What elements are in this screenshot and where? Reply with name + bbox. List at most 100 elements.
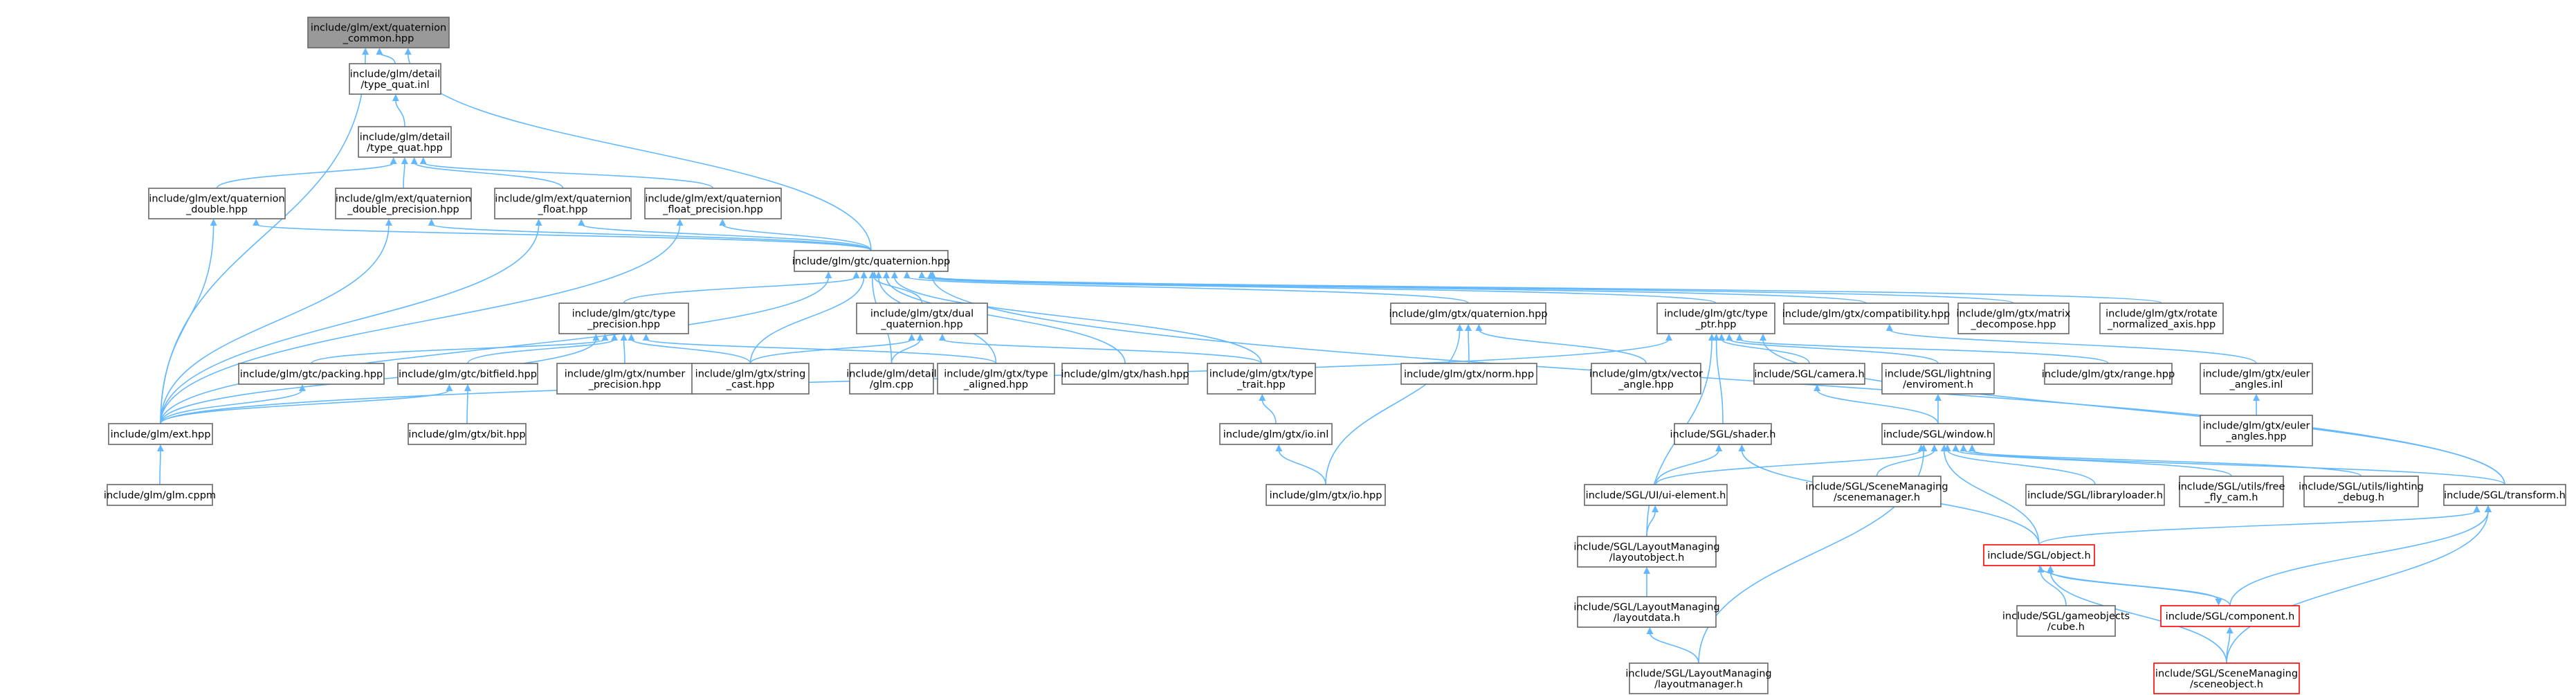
node-sgl-sceneobj[interactable]: include/SGL/SceneManaging/sceneobject.h	[2153, 662, 2300, 694]
node-label: _precision.hpp	[587, 319, 660, 330]
dependency-edge	[160, 276, 830, 424]
node-label: include/glm/gtx/euler	[2202, 368, 2310, 379]
node-sgl-freefly[interactable]: include/SGL/utils/free_fly_cam.h	[2178, 476, 2285, 507]
node-sgl-layoutobj[interactable]: include/SGL/LayoutManaging/layoutobject.…	[1573, 536, 1720, 568]
node-glm-cpp[interactable]: include/glm/detail/glm.cpp	[846, 363, 937, 395]
edge-arrowhead	[1940, 444, 1948, 451]
node-sgl-lightdebug[interactable]: include/SGL/utils/lighting_debug.h	[2299, 476, 2424, 507]
node-gtx-io-hpp[interactable]: include/glm/gtx/io.hpp	[1266, 484, 1386, 506]
node-gtx-norm[interactable]: include/glm/gtx/norm.hpp	[1400, 363, 1537, 385]
node-label: _float_precision.hpp	[662, 204, 763, 215]
edge-arrowhead	[592, 334, 600, 341]
node-gtx-typetrait[interactable]: include/glm/gtx/type_trait.hpp	[1207, 363, 1316, 395]
node-sgl-layoutmgr[interactable]: include/SGL/LayoutManaging/layoutmanager…	[1625, 662, 1772, 694]
node-label: include/glm/ext/quaternion	[311, 22, 446, 33]
edge-arrowhead	[1920, 444, 1928, 451]
node-gtx-bit[interactable]: include/glm/gtx/bit.hpp	[408, 423, 527, 445]
node-sgl-layoutdata[interactable]: include/SGL/LayoutManaging/layoutdata.h	[1573, 596, 1720, 628]
node-box	[1983, 544, 2095, 566]
edge-arrowhead	[253, 219, 260, 226]
node-gtx-strcast[interactable]: include/glm/gtx/string_cast.hpp	[691, 363, 810, 395]
node-label: /sceneobject.h	[2190, 679, 2263, 690]
node-box	[849, 363, 934, 395]
node-label: _angle.hpp	[1618, 379, 1674, 390]
dependency-edge	[407, 53, 872, 251]
node-sgl-libloader[interactable]: include/SGL/libraryloader.h	[2025, 484, 2165, 506]
node-gtx-matdec[interactable]: include/glm/gtx/matrix_decompose.hpp	[1956, 303, 2071, 334]
node-gtx-io-inl[interactable]: include/glm/gtx/io.inl	[1219, 423, 1333, 445]
node-sgl-component[interactable]: include/SGL/component.h	[2160, 605, 2300, 627]
node-box	[107, 484, 213, 506]
node-gtc-type-prec[interactable]: include/glm/gtc/type_precision.hpp	[558, 303, 689, 334]
node-sgl-cube[interactable]: include/SGL/gameobjects/cube.h	[2002, 605, 2130, 637]
node-gtx-rotnorm[interactable]: include/glm/gtx/rotate_normalized_axis.h…	[2099, 303, 2224, 334]
node-q-float[interactable]: include/glm/ext/quaternion_float.hpp	[494, 188, 632, 219]
node-gtc-packing[interactable]: include/glm/gtc/packing.hpp	[238, 363, 385, 385]
node-label: _cast.hpp	[726, 379, 775, 390]
edge-arrowhead	[601, 334, 609, 341]
node-box	[1753, 363, 1865, 385]
node-gtx-vecangle[interactable]: include/glm/gtx/vector_angle.hpp	[1589, 363, 1703, 395]
dependency-edge	[2229, 510, 2489, 606]
edge-arrowhead	[156, 444, 164, 451]
node-box	[1783, 303, 1949, 325]
node-label: _quaternion.hpp	[880, 319, 962, 330]
node-box	[1577, 596, 1717, 628]
node-gtx-typealigned[interactable]: include/glm/gtx/type_aligned.hpp	[937, 363, 1055, 395]
node-type-quat-hpp[interactable]: include/glm/detail/type_quat.hpp	[358, 126, 452, 158]
node-gtx-dual[interactable]: include/glm/gtx/dual_quaternion.hpp	[856, 303, 988, 334]
edge-arrowhead	[2047, 566, 2054, 572]
dependency-edge	[413, 162, 564, 189]
node-label: include/glm/gtx/io.hpp	[1270, 490, 1382, 501]
node-q-float-prec[interactable]: include/glm/ext/quaternion_float_precisi…	[644, 188, 782, 219]
node-box	[1656, 303, 1775, 334]
node-gtx-quat[interactable]: include/glm/gtx/quaternion.hpp	[1389, 303, 1548, 325]
node-sgl-transform[interactable]: include/SGL/transform.h	[2443, 484, 2566, 506]
dependency-edge	[160, 224, 214, 424]
node-label: include/SGL/utils/lighting	[2299, 481, 2424, 492]
dependency-edge	[2226, 510, 2489, 664]
node-root[interactable]: include/glm/ext/quaternion_common.hpp	[307, 17, 450, 48]
edge-arrowhead	[620, 334, 628, 341]
node-gtc-bitfield[interactable]: include/glm/gtc/bitfield.hpp	[397, 363, 538, 385]
node-sgl-scenemgr[interactable]: include/SGL/SceneManaging/scenemanager.h	[1805, 476, 1948, 507]
node-label: /scenemanager.h	[1834, 492, 1920, 503]
node-sgl-camera[interactable]: include/SGL/camera.h	[1753, 363, 1865, 385]
node-box	[1584, 484, 1728, 506]
node-glm-cppm[interactable]: include/glm/glm.cppm	[104, 484, 216, 506]
edge-arrowhead	[938, 334, 946, 341]
node-q-double-prec[interactable]: include/glm/ext/quaternion_double_precis…	[335, 188, 472, 219]
node-sgl-shader[interactable]: include/SGL/shader.h	[1670, 423, 1776, 445]
dependency-edge	[749, 339, 913, 364]
edge-arrowhead	[410, 157, 418, 164]
node-label: include/SGL/LayoutManaging	[1573, 602, 1719, 613]
node-label: include/glm/gtx/io.inl	[1223, 429, 1329, 440]
node-sgl-object[interactable]: include/SGL/object.h	[1983, 544, 2095, 566]
node-box	[2160, 605, 2300, 627]
dependency-edge	[1946, 449, 2096, 485]
dependency-edge	[1655, 449, 1922, 485]
node-gtx-hash[interactable]: include/glm/gtx/hash.hpp	[1061, 363, 1189, 385]
node-gtc-type-ptr[interactable]: include/glm/gtc/type_ptr.hpp	[1656, 303, 1775, 334]
dependency-edge	[378, 53, 396, 64]
edge-arrowhead	[890, 271, 898, 278]
node-gtx-compat[interactable]: include/glm/gtx/compatibility.hpp	[1782, 303, 1951, 325]
node-gtx-euler-inl[interactable]: include/glm/gtx/euler_angles.inl	[2200, 363, 2313, 395]
node-box	[108, 423, 213, 445]
node-gtc-quat[interactable]: include/glm/gtc/quaternion.hpp	[792, 250, 951, 272]
node-sgl-ui[interactable]: include/SGL/UI/ui-element.h	[1584, 484, 1728, 506]
node-q-double[interactable]: include/glm/ext/quaternion_double.hpp	[148, 188, 286, 219]
edge-arrowhead	[1259, 394, 1266, 401]
edge-arrowhead	[1718, 334, 1726, 341]
dependency-edge	[2226, 631, 2231, 664]
node-gtx-euler-hpp[interactable]: include/glm/gtx/euler_angles.hpp	[2200, 415, 2313, 446]
node-gtx-numprec[interactable]: include/glm/gtx/number_precision.hpp	[556, 363, 693, 395]
node-gtx-range[interactable]: include/glm/gtx/range.hpp	[2042, 363, 2175, 385]
node-label: include/glm/gtx/euler	[2202, 420, 2310, 431]
node-label: include/glm/ext/quaternion	[495, 193, 630, 204]
node-sgl-window[interactable]: include/SGL/window.h	[1881, 423, 1995, 445]
node-glm-ext[interactable]: include/glm/ext.hpp	[108, 423, 213, 445]
edge-arrowhead	[404, 48, 412, 55]
node-sgl-lightenv[interactable]: include/SGL/lightning/enviroment.h	[1881, 363, 1995, 395]
node-type-quat-inl[interactable]: include/glm/detail/type_quat.inl	[349, 63, 441, 95]
